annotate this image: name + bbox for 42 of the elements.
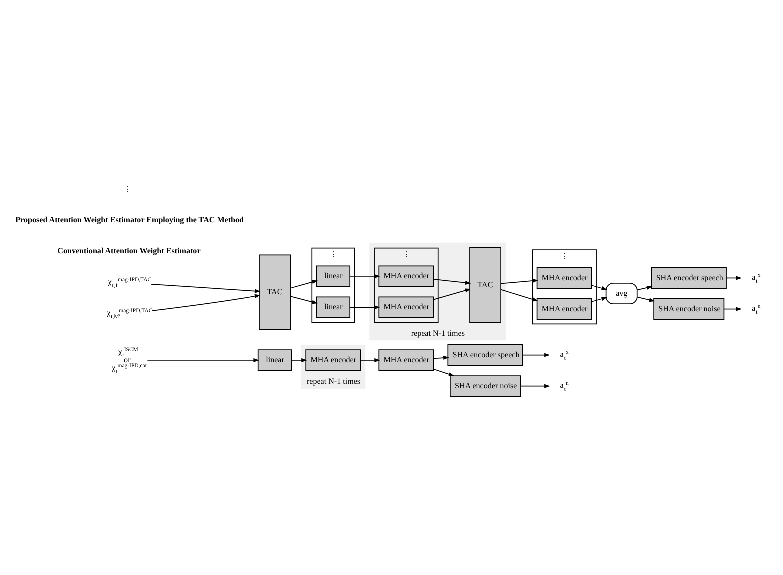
arrow: [592, 284, 608, 290]
node-box: linear: [316, 265, 351, 287]
arrow: [500, 278, 539, 284]
arrow: [520, 384, 550, 388]
node-box: linear: [316, 296, 351, 318]
arrow: [592, 296, 608, 302]
label: Conventional Attention Weight Estimator: [58, 246, 201, 255]
node-box: MHA encoder: [378, 296, 434, 318]
arrow: [152, 294, 261, 311]
arrow: [291, 358, 308, 362]
node-box: TAC: [259, 254, 291, 330]
arrow: [350, 305, 380, 310]
arrow: [360, 358, 380, 362]
arrow: [637, 296, 656, 302]
node-box: TAC: [470, 246, 502, 322]
arrow: [350, 274, 380, 278]
node-box: MHA encoder: [536, 298, 592, 320]
node-box: MHA encoder: [378, 265, 434, 287]
node-box: MHA encoder: [306, 349, 362, 371]
node-box: MHA encoder: [378, 349, 434, 371]
arrow: [290, 280, 318, 288]
arrow: [433, 356, 450, 360]
arrow: [151, 283, 261, 293]
arrow: [147, 358, 260, 362]
arrow: [637, 285, 653, 290]
arrow: [500, 288, 538, 302]
label: Proposed Attention Weight Estimator Employing the TAC Method: [16, 214, 244, 224]
arrow: [290, 296, 318, 304]
node-box: linear: [258, 349, 292, 371]
arrow: [724, 306, 742, 311]
arrow: [433, 368, 455, 376]
node-box: SHA encoder noise: [450, 375, 522, 397]
node-box: SHA encoder speech: [651, 266, 727, 288]
node-box: SHA encoder noise: [654, 298, 725, 320]
label: ⋮: [123, 184, 132, 194]
arrow: [522, 352, 550, 357]
arrow: [433, 278, 472, 284]
node-box: MHA encoder: [536, 266, 592, 288]
arrow: [433, 288, 472, 300]
node-box: avg: [606, 282, 638, 304]
arrow: [726, 276, 742, 280]
node-box: SHA encoder speech: [448, 344, 524, 366]
